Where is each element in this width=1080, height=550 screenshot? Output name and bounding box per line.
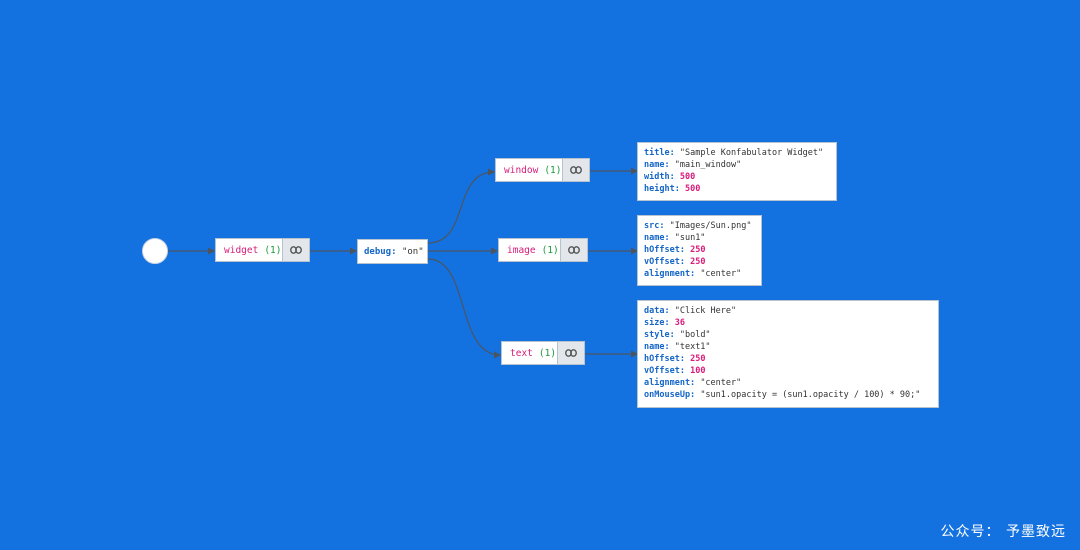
window-node[interactable]: window (1): [495, 158, 590, 182]
prop-key: vOffset:: [644, 257, 685, 267]
widget-key: widget: [224, 244, 259, 256]
prop-value: "center": [700, 378, 742, 388]
prop-row: name: "text1": [644, 341, 932, 353]
widget-count: (1): [264, 244, 282, 256]
prop-value: "bold": [679, 330, 711, 340]
prop-key: alignment:: [644, 269, 696, 279]
prop-value: "sun1": [674, 233, 706, 243]
prop-value: "center": [700, 269, 742, 279]
prop-key: name:: [644, 342, 670, 352]
prop-key: alignment:: [644, 378, 696, 388]
prop-key: data:: [644, 306, 670, 316]
link-icon[interactable]: [560, 239, 587, 261]
window-key: window: [504, 164, 539, 176]
prop-value: 500: [679, 172, 696, 182]
prop-key: src:: [644, 221, 665, 231]
edge-debug-text: [427, 258, 502, 359]
root-circle[interactable]: [142, 238, 168, 264]
prop-key: width:: [644, 172, 675, 182]
prop-row: name: "main_window": [644, 159, 830, 171]
window-count: (1): [544, 164, 562, 176]
debug-node[interactable]: debug: "on": [357, 239, 428, 264]
link-icon[interactable]: [557, 342, 584, 364]
prop-key: title:: [644, 148, 675, 158]
prop-row: onMouseUp: "sun1.opacity = (sun1.opacity…: [644, 389, 932, 401]
prop-key: name:: [644, 160, 670, 170]
image-node[interactable]: image (1): [498, 238, 588, 262]
link-icon[interactable]: [562, 159, 589, 181]
image-count: (1): [541, 244, 559, 256]
prop-value: "Sample Konfabulator Widget": [679, 148, 824, 158]
prop-key: hOffset:: [644, 354, 685, 364]
prop-value: 500: [684, 184, 701, 194]
prop-row: width: 500: [644, 171, 830, 183]
prop-key: hOffset:: [644, 245, 685, 255]
text-node[interactable]: text (1): [501, 341, 585, 365]
prop-row: alignment: "center": [644, 377, 932, 389]
window-props-box: title: "Sample Konfabulator Widget"name:…: [637, 142, 837, 201]
prop-row: hOffset: 250: [644, 244, 755, 256]
prop-value: "sun1.opacity = (sun1.opacity / 100) * 9…: [700, 390, 921, 400]
prop-key: name:: [644, 233, 670, 243]
prop-value: "text1": [674, 342, 711, 352]
prop-row: src: "Images/Sun.png": [644, 220, 755, 232]
prop-row: data: "Click Here": [644, 305, 932, 317]
link-icon[interactable]: [282, 239, 309, 261]
prop-value: "Click Here": [674, 306, 737, 316]
prop-key: height:: [644, 184, 680, 194]
prop-row: name: "sun1": [644, 232, 755, 244]
prop-row: title: "Sample Konfabulator Widget": [644, 147, 830, 159]
prop-row: vOffset: 100: [644, 365, 932, 377]
text-key: text: [510, 347, 533, 359]
prop-key: vOffset:: [644, 366, 685, 376]
debug-key: debug:: [364, 246, 397, 257]
debug-value: "on": [401, 246, 424, 257]
prop-value: "Images/Sun.png": [669, 221, 752, 231]
text-count: (1): [538, 347, 557, 359]
prop-value: 36: [674, 318, 685, 328]
prop-row: alignment: "center": [644, 268, 755, 280]
prop-value: 250: [690, 257, 706, 267]
image-key: image: [507, 244, 536, 256]
prop-key: style:: [644, 330, 675, 340]
prop-row: size: 36: [644, 317, 932, 329]
prop-key: onMouseUp:: [644, 390, 696, 400]
prop-row: style: "bold": [644, 329, 932, 341]
prop-key: size:: [644, 318, 670, 328]
prop-value: "main_window": [674, 160, 742, 170]
edge-debug-window: [427, 168, 496, 244]
prop-row: height: 500: [644, 183, 830, 195]
image-props-box: src: "Images/Sun.png"name: "sun1"hOffset…: [637, 215, 762, 286]
prop-value: 100: [690, 366, 706, 376]
prop-value: 250: [690, 245, 706, 255]
widget-node[interactable]: widget (1): [215, 238, 310, 262]
prop-row: hOffset: 250: [644, 353, 932, 365]
prop-row: vOffset: 250: [644, 256, 755, 268]
prop-value: 250: [690, 354, 706, 364]
watermark: 公众号： 予墨致远: [940, 524, 1066, 540]
